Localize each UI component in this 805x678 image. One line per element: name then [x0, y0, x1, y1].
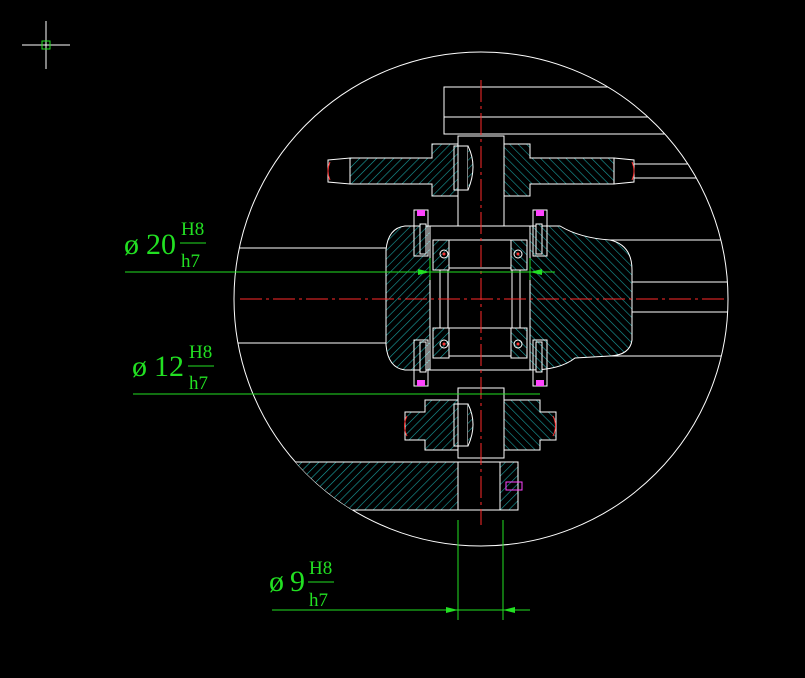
tolerance-upper: H8 — [309, 558, 332, 579]
tolerance-lower: h7 — [181, 251, 200, 272]
diameter-symbol: ø — [132, 350, 147, 383]
tolerance-lower: h7 — [189, 373, 208, 394]
diameter-value: 20 — [146, 228, 176, 261]
tolerance-lower: h7 — [309, 590, 328, 611]
dimension-arrows — [418, 269, 542, 613]
tolerance-upper: H8 — [189, 342, 212, 363]
diameter-symbol: ø — [124, 228, 139, 261]
dimension-label-1: ø 20 H8 h7 — [124, 219, 206, 272]
diameter-value: 12 — [154, 350, 184, 383]
dimension-label-3: ø 9 H8 h7 — [269, 558, 334, 611]
diameter-value: 9 — [290, 565, 305, 598]
detail-circle — [233, 51, 729, 547]
tolerance-upper: H8 — [181, 219, 204, 240]
detail-content — [234, 80, 728, 525]
crosshair-cursor-icon — [22, 21, 70, 69]
dimension-lines — [125, 258, 555, 620]
diameter-symbol: ø — [269, 565, 284, 598]
dimension-label-2: ø 12 H8 h7 — [132, 342, 214, 394]
